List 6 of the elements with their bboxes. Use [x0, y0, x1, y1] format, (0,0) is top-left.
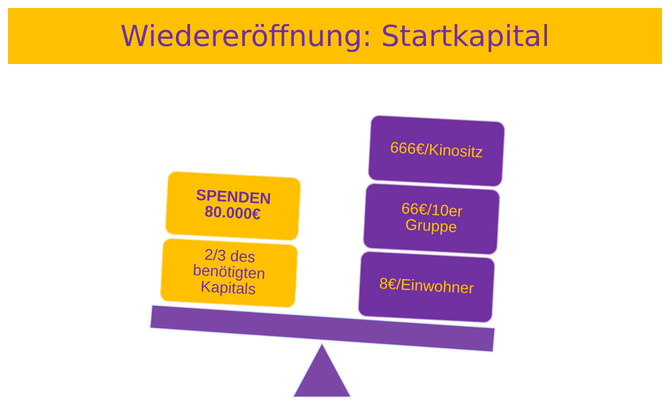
- text-box: 8€/Einwohner: [357, 250, 496, 324]
- text-box: SPENDEN 80.000€: [164, 170, 302, 242]
- text-box: 666€/Kinositz: [367, 114, 506, 188]
- title-banner: Wiedereröffnung: Startkapital: [8, 8, 662, 64]
- text-box: 66€/10er Gruppe: [362, 182, 501, 256]
- text-box: 2/3 des benötigten Kapitals: [159, 237, 299, 309]
